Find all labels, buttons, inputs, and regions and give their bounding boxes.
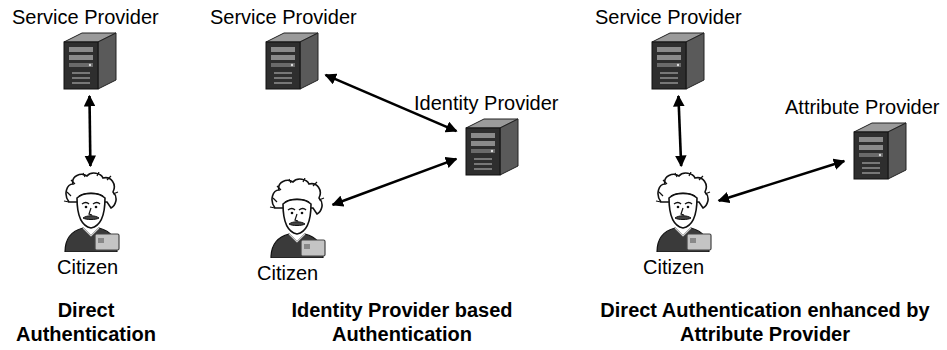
- server-node: Attribute Provider: [785, 96, 940, 180]
- panel-caption: Identity Provider based Authentication: [277, 298, 527, 346]
- server-node: Service Provider: [595, 6, 742, 90]
- double-arrow: [88, 96, 92, 166]
- node-label: Citizen: [257, 262, 327, 284]
- citizen-icon: [61, 172, 121, 252]
- server-node: Service Provider: [210, 6, 357, 90]
- panel-caption: Direct Authentication: [6, 298, 166, 346]
- server-icon: [648, 30, 706, 90]
- citizen-icon: [267, 178, 327, 258]
- node-label: Citizen: [57, 256, 121, 278]
- node-label: Service Provider: [210, 6, 357, 28]
- node-label: Service Provider: [12, 6, 159, 28]
- double-arrow: [678, 96, 681, 166]
- double-arrow: [333, 159, 457, 205]
- server-icon: [850, 120, 908, 180]
- panel-caption: Direct Authentication enhanced by Attrib…: [600, 298, 930, 346]
- citizen-node: Citizen: [643, 172, 713, 278]
- server-node: Identity Provider: [414, 92, 559, 176]
- node-label: Service Provider: [595, 6, 742, 28]
- double-arrow: [719, 161, 845, 201]
- node-label: Citizen: [643, 256, 713, 278]
- citizen-node: Citizen: [257, 178, 327, 284]
- server-icon: [262, 30, 320, 90]
- citizen-node: Citizen: [57, 172, 121, 278]
- node-label: Identity Provider: [414, 92, 559, 114]
- server-icon: [60, 30, 118, 90]
- server-icon: [462, 116, 520, 176]
- citizen-icon: [653, 172, 713, 252]
- server-node: Service Provider: [12, 6, 159, 90]
- node-label: Attribute Provider: [785, 96, 940, 118]
